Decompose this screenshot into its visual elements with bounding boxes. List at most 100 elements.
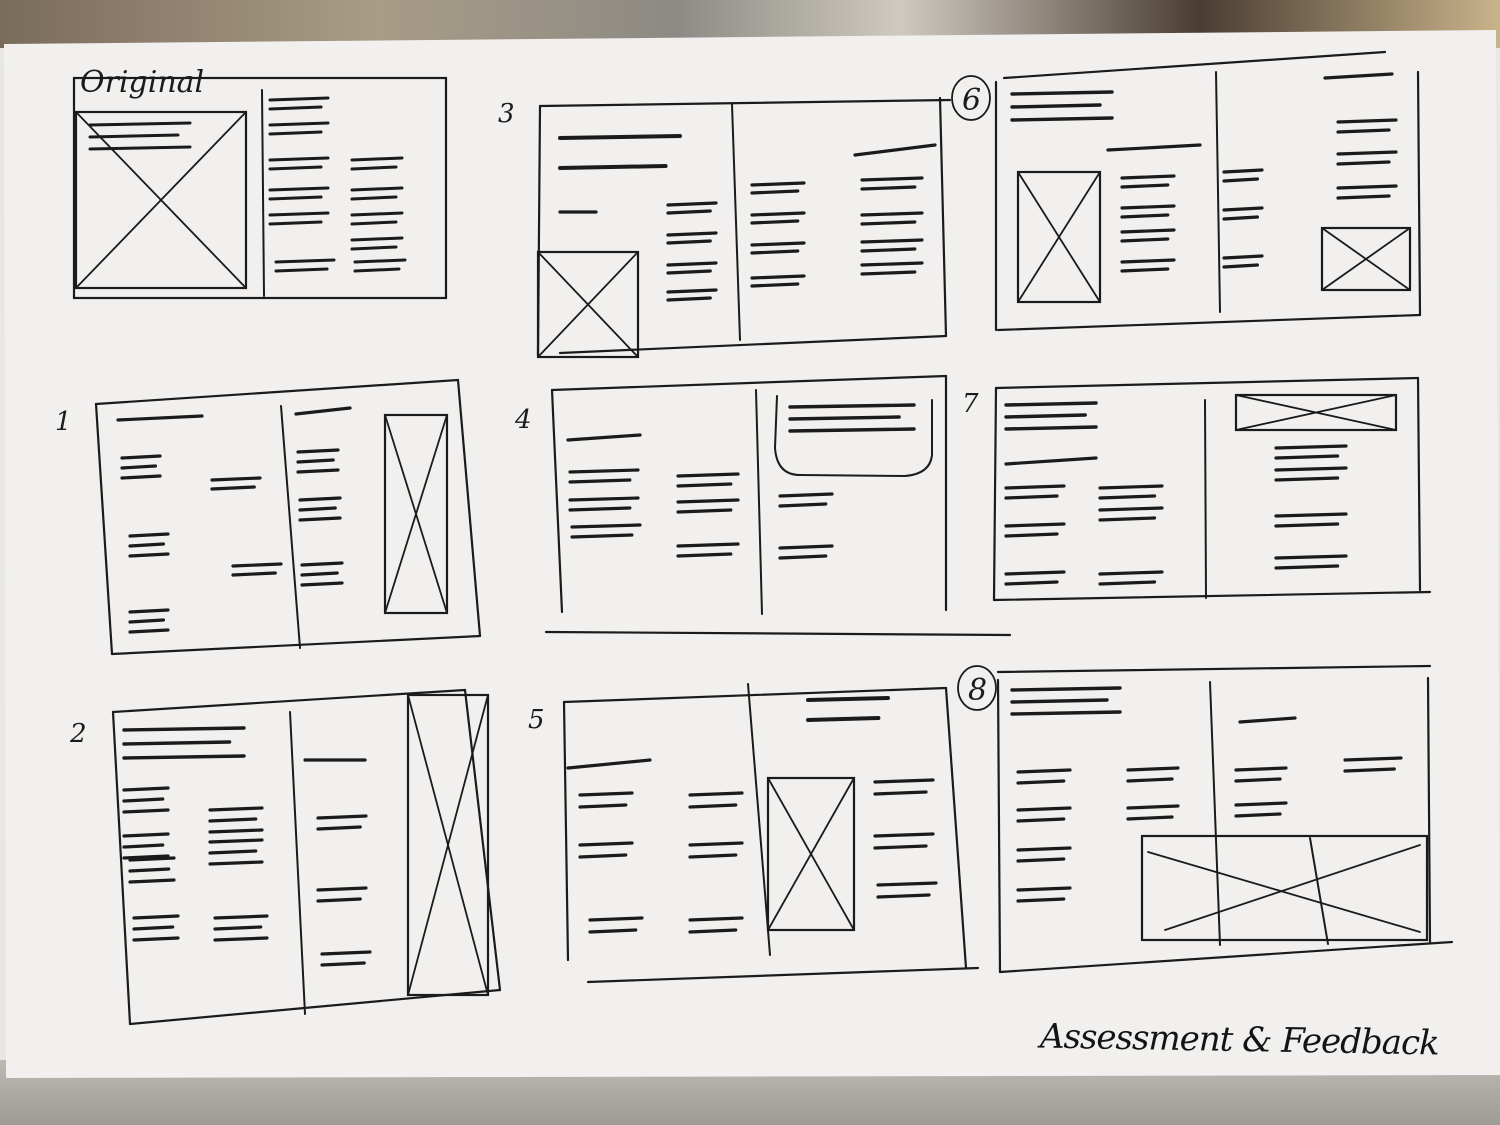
text-stroke — [274, 258, 336, 264]
text-stroke — [666, 239, 712, 245]
page-edge — [944, 686, 968, 970]
text-stroke — [88, 145, 192, 151]
sketch-label-6: 6 — [962, 83, 981, 118]
text-stroke — [208, 806, 264, 812]
page-edge — [562, 700, 570, 962]
page-gutter — [731, 103, 741, 341]
page-edge — [94, 402, 114, 656]
page-edge — [111, 710, 132, 1026]
image-placeholder-cross — [1235, 394, 1397, 431]
text-stroke — [750, 282, 800, 288]
text-stroke — [750, 181, 806, 187]
text-stroke — [578, 803, 628, 809]
text-stroke — [116, 414, 204, 422]
text-stroke — [1336, 184, 1398, 190]
text-stroke — [350, 220, 398, 226]
sketch-label-1: 1 — [55, 407, 72, 437]
text-stroke — [1010, 103, 1102, 109]
text-stroke — [1004, 494, 1059, 500]
text-stroke — [122, 726, 246, 732]
text-stroke — [1016, 768, 1072, 774]
text-stroke — [128, 878, 176, 884]
text-stroke — [1004, 413, 1087, 419]
text-stroke — [1010, 710, 1122, 716]
text-stroke — [268, 96, 330, 102]
image-placeholder-cross — [1321, 227, 1411, 291]
text-stroke — [1120, 258, 1176, 264]
image-placeholder-cross — [537, 251, 639, 358]
text-stroke — [1098, 516, 1157, 522]
text-stroke — [128, 867, 171, 873]
text-stroke — [208, 860, 264, 866]
text-stroke — [1126, 777, 1174, 783]
text-stroke — [268, 156, 330, 162]
page-edge — [94, 378, 460, 406]
page-edge — [996, 678, 1002, 974]
text-stroke — [860, 220, 917, 226]
text-stroke — [268, 121, 330, 127]
text-stroke — [1222, 263, 1260, 269]
text-stroke — [132, 925, 175, 931]
text-stroke — [268, 220, 323, 226]
text-stroke — [1016, 857, 1066, 863]
text-stroke — [1098, 494, 1157, 500]
sketch-label-7: 7 — [962, 389, 979, 419]
text-stroke — [1126, 766, 1180, 772]
text-stroke — [350, 186, 404, 192]
text-stroke — [132, 936, 180, 942]
text-stroke — [1274, 444, 1348, 450]
text-stroke — [860, 261, 924, 267]
page-edge — [992, 590, 1432, 602]
page-gutter — [261, 89, 265, 297]
text-stroke — [876, 881, 938, 887]
text-stroke — [568, 496, 640, 502]
page-edge — [544, 630, 1012, 637]
text-stroke — [750, 249, 800, 255]
page-edge — [110, 634, 482, 656]
page-edge — [1416, 376, 1422, 592]
text-stroke — [268, 186, 330, 192]
text-stroke — [1120, 237, 1170, 243]
image-band — [1140, 834, 1429, 942]
text-stroke — [1010, 90, 1114, 96]
text-stroke — [688, 791, 744, 797]
text-stroke — [666, 209, 712, 215]
text-stroke — [873, 844, 928, 850]
page-edge — [1002, 50, 1387, 80]
text-stroke — [268, 105, 323, 111]
page-edge — [538, 98, 952, 108]
text-stroke — [316, 825, 362, 831]
text-stroke — [208, 817, 258, 823]
image-placeholder-cross — [1164, 844, 1421, 931]
page-edge — [111, 688, 467, 714]
text-stroke — [1120, 228, 1176, 234]
image-placeholder-cross — [1147, 851, 1421, 933]
page-edge — [994, 376, 1420, 390]
text-stroke — [296, 448, 340, 454]
text-stroke — [213, 925, 263, 931]
text-stroke — [120, 454, 162, 460]
page-edge — [463, 688, 502, 992]
text-stroke — [208, 849, 258, 855]
page-edge — [1416, 70, 1422, 317]
text-stroke — [676, 498, 740, 504]
text-stroke — [213, 936, 269, 942]
text-stroke — [578, 841, 634, 847]
text-stroke — [1336, 128, 1391, 134]
text-stroke — [128, 542, 166, 548]
text-stroke — [350, 195, 398, 201]
text-stroke — [350, 165, 398, 171]
text-stroke — [213, 914, 269, 920]
page-gutter — [289, 711, 306, 1015]
text-stroke — [666, 296, 712, 302]
text-stroke — [788, 403, 916, 409]
text-stroke — [778, 554, 828, 560]
text-stroke — [778, 502, 828, 508]
image-placeholder — [536, 250, 640, 359]
text-stroke — [566, 758, 652, 770]
text-stroke — [750, 189, 800, 195]
page-edge — [456, 378, 482, 638]
text-stroke — [128, 856, 176, 862]
selection-circle — [957, 665, 997, 711]
text-stroke — [666, 231, 718, 237]
